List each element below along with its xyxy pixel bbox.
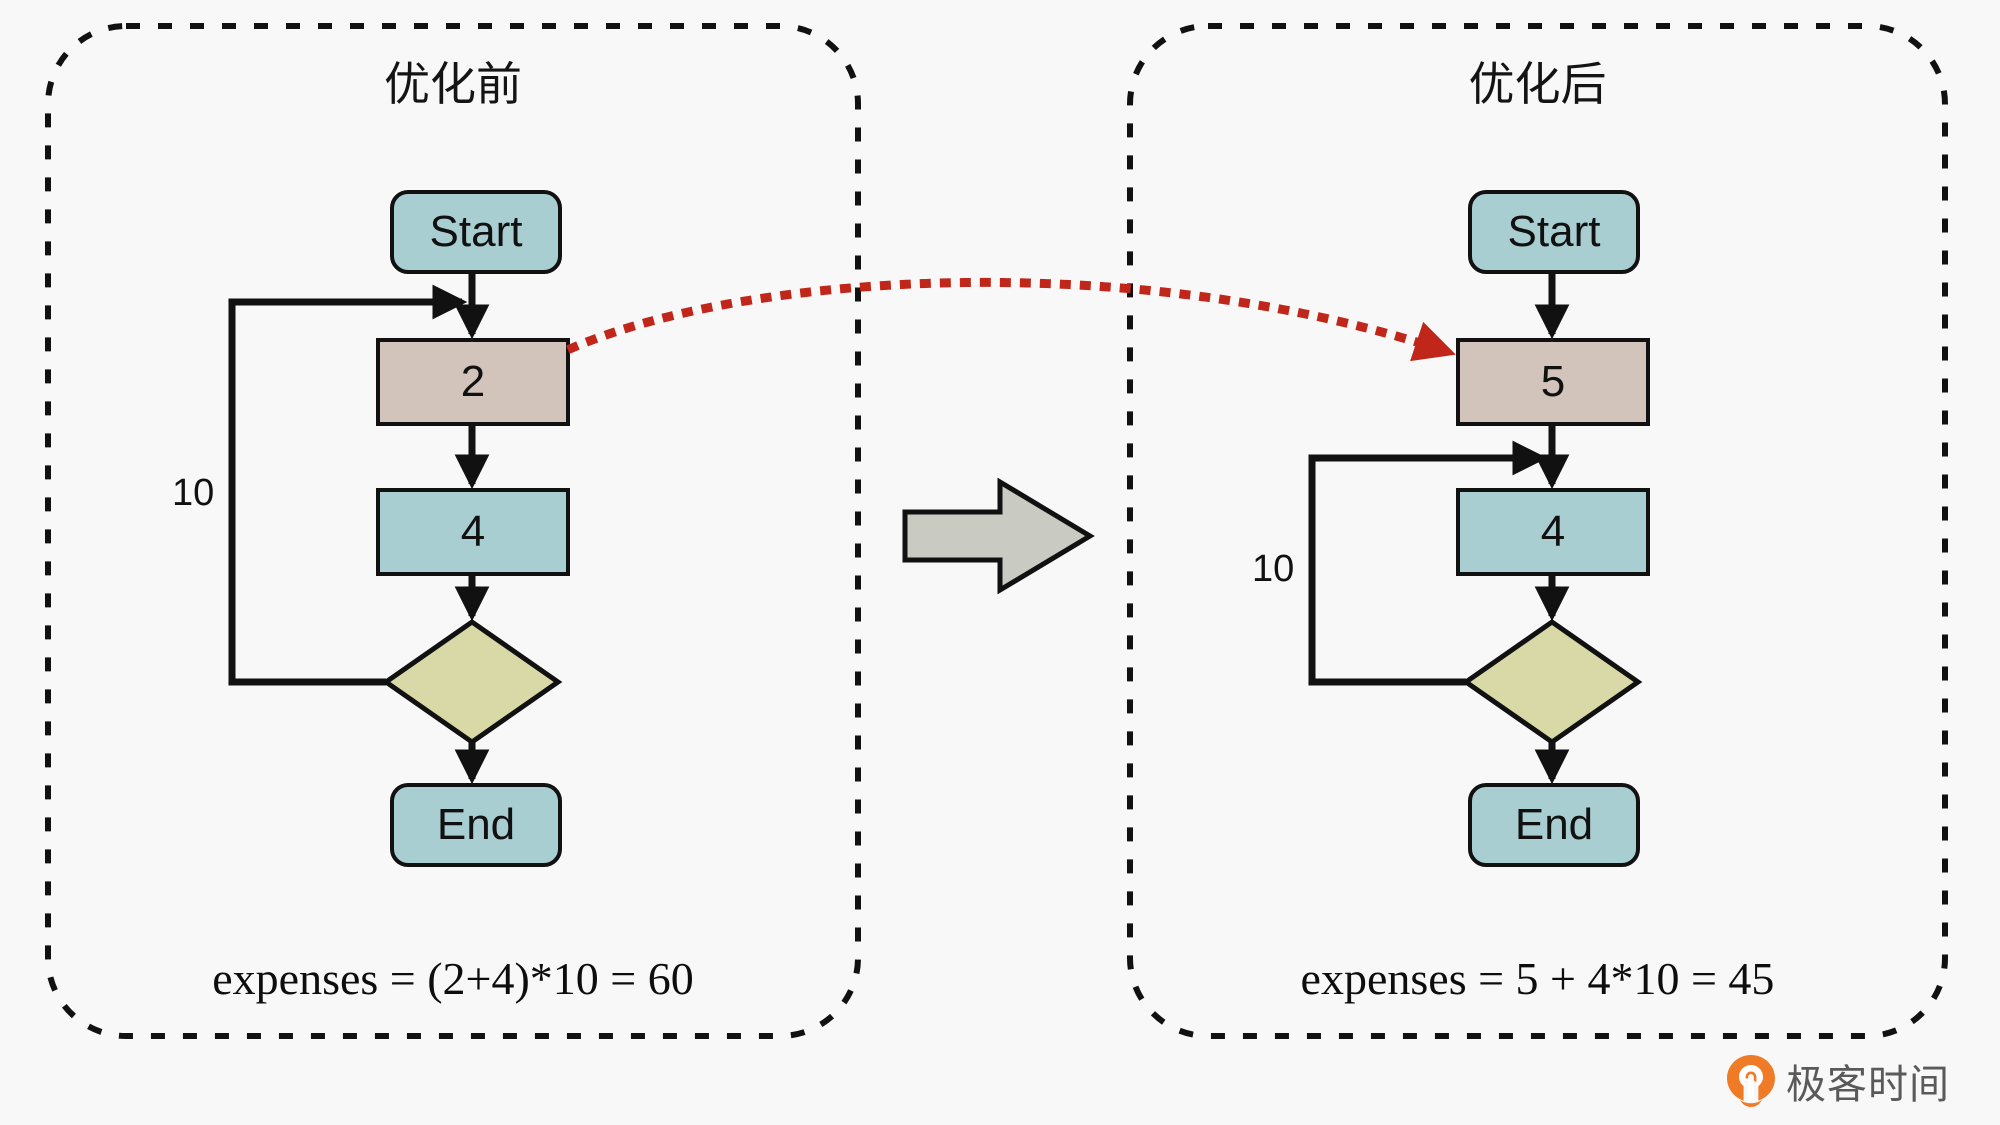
edge-loop-back-after	[1308, 440, 1548, 686]
node-cost4-after[interactable]	[1456, 488, 1650, 576]
migration-arrow[interactable]	[566, 277, 1456, 362]
geektime-pin-icon	[1727, 1055, 1775, 1107]
panel-title-after: 优化后	[1468, 58, 1607, 110]
node-cost4-before[interactable]	[376, 488, 570, 576]
node-start-after[interactable]	[1468, 190, 1640, 274]
node-decision-before[interactable]	[381, 618, 563, 746]
watermark-logo: 极客时间	[1726, 1052, 1950, 1110]
formula-before: expenses = (2+4)*10 = 60	[212, 953, 694, 1004]
watermark-brand-text: 极客时间	[1786, 1062, 1950, 1108]
panel-after-border	[1127, 23, 1948, 1039]
node-start-before[interactable]	[390, 190, 562, 274]
edge-loop-back-before	[228, 284, 468, 686]
panel-title-before: 优化前	[384, 58, 522, 110]
panel-before-border	[45, 23, 861, 1039]
formula-after: expenses = 5 + 4*10 = 45	[1300, 953, 1775, 1004]
node-end-before[interactable]	[390, 783, 562, 867]
node-end-after[interactable]	[1468, 783, 1640, 867]
node-cost2-before[interactable]	[376, 338, 570, 426]
transition-block-arrow	[902, 477, 1095, 595]
node-decision-after[interactable]	[1461, 618, 1643, 746]
node-cost5-after[interactable]	[1456, 338, 1650, 426]
loop-count-before: 10	[172, 472, 215, 514]
loop-count-after: 10	[1252, 548, 1295, 590]
